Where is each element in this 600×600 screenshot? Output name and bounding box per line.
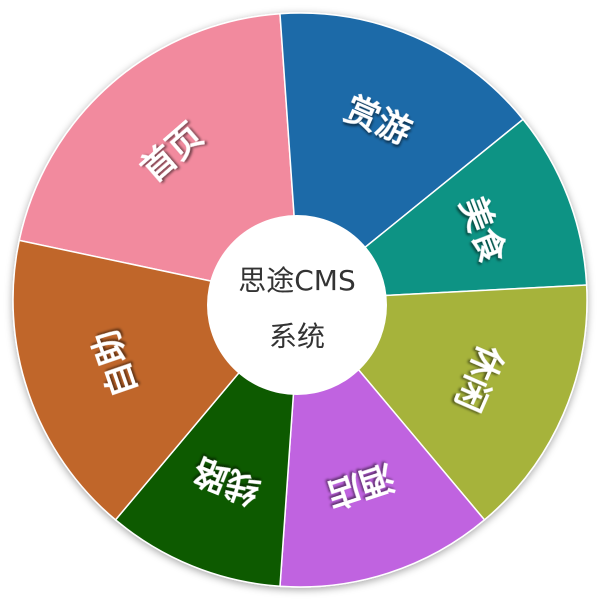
center-hub-circle xyxy=(207,215,387,395)
center-hub-subtitle: 系统 xyxy=(269,320,325,353)
center-hub: 思途CMS 系统 xyxy=(207,215,387,395)
center-hub-title: 思途CMS xyxy=(238,264,355,297)
segment-home[interactable] xyxy=(18,12,301,301)
